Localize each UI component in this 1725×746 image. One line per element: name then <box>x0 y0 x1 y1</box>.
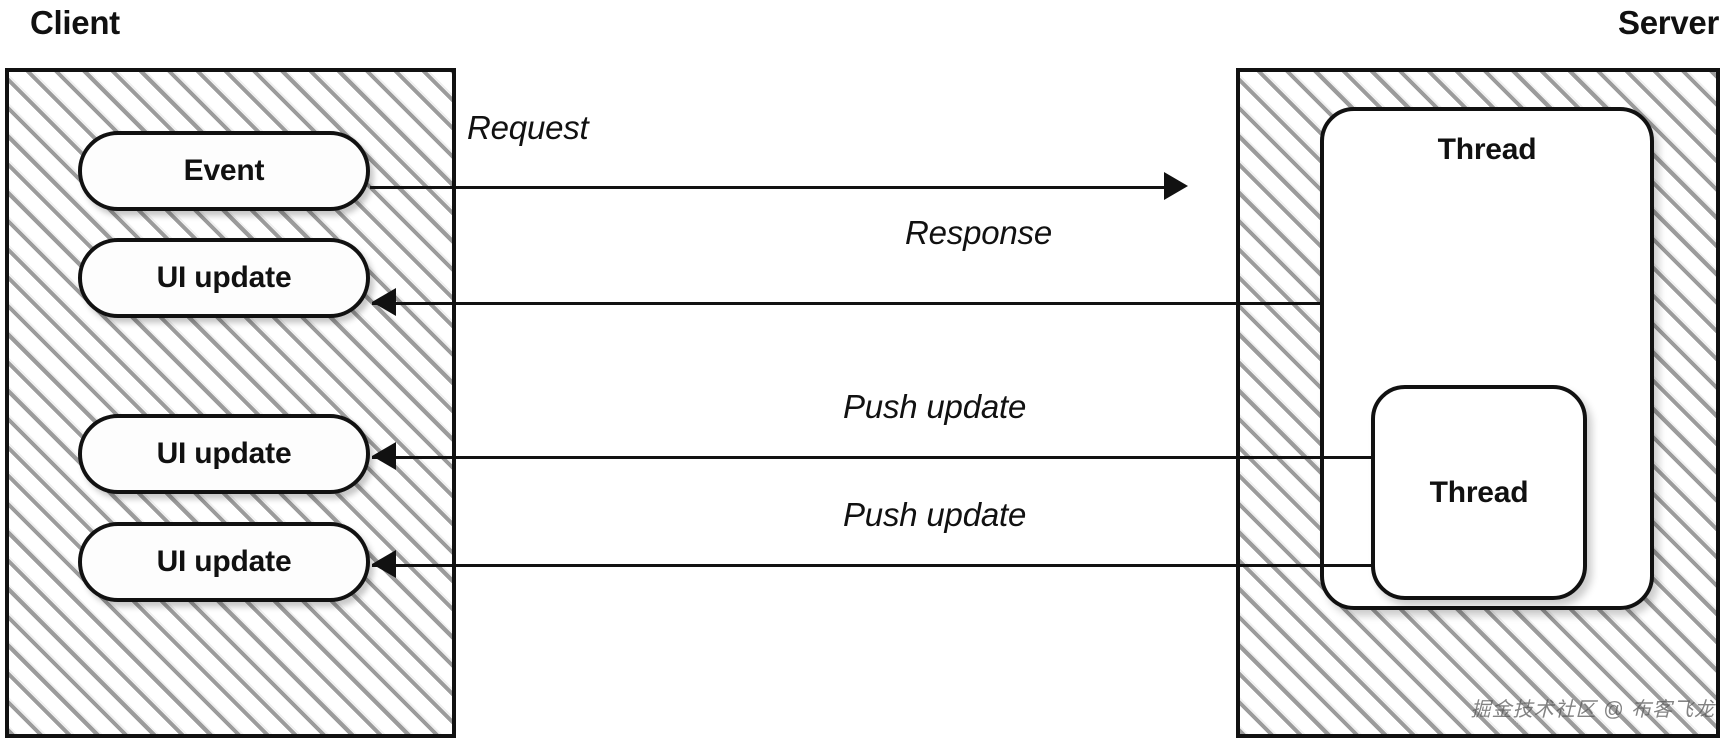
node-event[interactable]: Event <box>78 131 370 211</box>
connector-push-update-2 <box>372 564 1374 567</box>
watermark: 掘金技术社区 @ 布客飞龙 <box>1470 699 1715 721</box>
edge-label-request: Request <box>467 109 589 146</box>
node-ui-update-2[interactable]: UI update <box>78 414 370 494</box>
connector-push-update-1 <box>372 456 1374 459</box>
node-ui-update-3[interactable]: UI update <box>78 522 370 602</box>
arrowhead-response-icon <box>372 288 396 316</box>
connector-response <box>372 302 1322 305</box>
arrowhead-push-update-2-icon <box>372 550 396 578</box>
edge-label-push-update-2: Push update <box>843 496 1027 533</box>
node-ui-update-1[interactable]: UI update <box>78 238 370 318</box>
client-title: Client <box>30 4 120 41</box>
node-thread-inner[interactable]: Thread <box>1371 385 1587 600</box>
connector-request <box>370 186 1170 189</box>
arrowhead-request-icon <box>1164 172 1188 200</box>
server-title: Server <box>1618 4 1719 41</box>
arrowhead-push-update-1-icon <box>372 442 396 470</box>
node-thread-outer-label: Thread <box>1437 133 1537 166</box>
edge-label-response: Response <box>905 214 1052 251</box>
edge-label-push-update-1: Push update <box>843 388 1027 425</box>
